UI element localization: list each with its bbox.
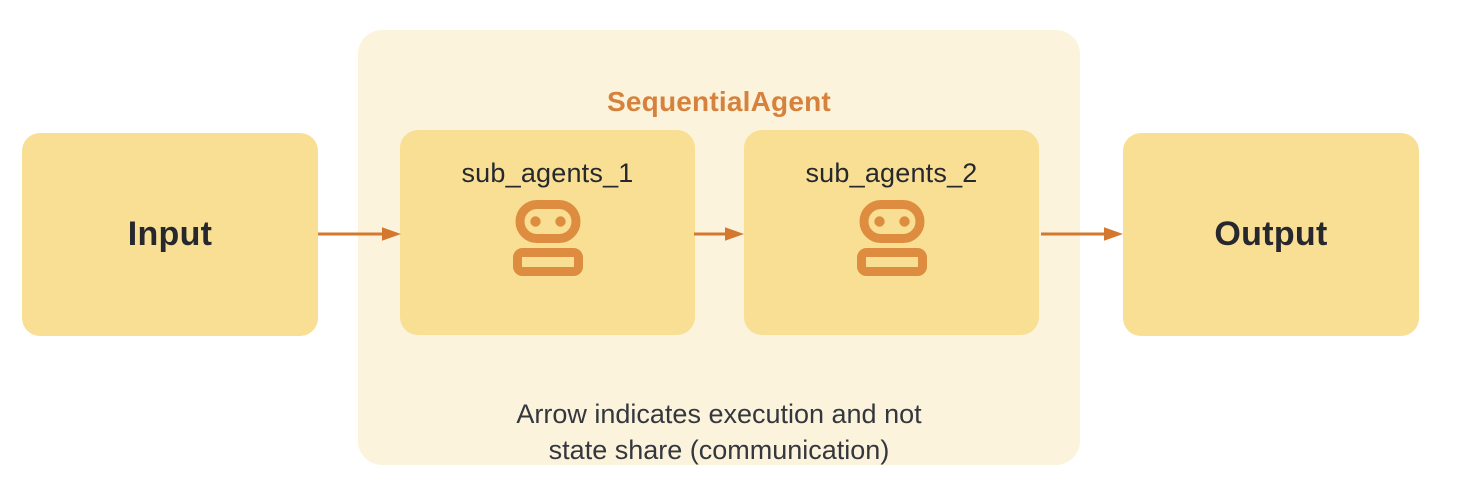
sub-agent-1-label: sub_agents_1: [461, 158, 634, 188]
robot-icon: [856, 200, 927, 280]
sub-agent-2-label: sub_agents_2: [805, 158, 978, 188]
execution-note: Arrow indicates execution and not state …: [358, 396, 1080, 468]
arrow-sub2-to-output-icon: [1041, 226, 1123, 242]
sub-agent-1-node: sub_agents_1: [400, 130, 695, 335]
output-label: Output: [1214, 215, 1328, 253]
execution-note-line2: state share (communication): [548, 435, 890, 465]
input-label: Input: [127, 215, 213, 253]
robot-icon: [512, 200, 583, 280]
output-node: Output: [1123, 133, 1419, 336]
input-node: Input: [22, 133, 318, 336]
arrow-sub1-to-sub2-icon: [694, 226, 744, 242]
arrow-input-to-sub1-icon: [318, 226, 401, 242]
sub-agent-2-node: sub_agents_2: [744, 130, 1039, 335]
execution-note-line1: Arrow indicates execution and not: [516, 399, 922, 429]
sequential-agent-title: SequentialAgent: [607, 86, 831, 117]
